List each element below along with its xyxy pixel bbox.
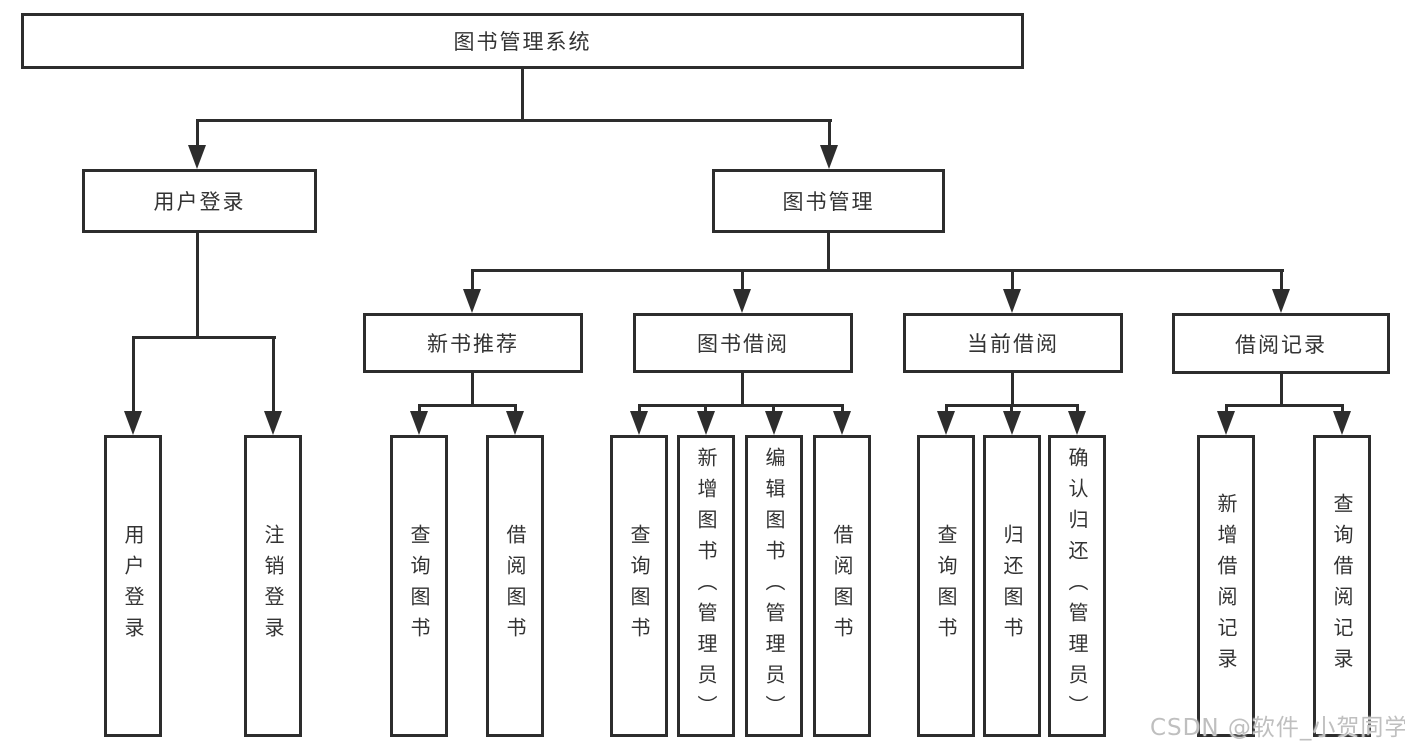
leaf-search-borrow-record: 查询借阅记录 [1313,435,1371,737]
arrowhead-down-icon [410,411,428,435]
connector-vline [471,373,474,406]
leaf-confirm-return-admin: 确认归还（管理员） [1048,435,1106,737]
leaf-user-login: 用户登录 [104,435,162,737]
node-current-borrowing: 当前借阅 [903,313,1123,373]
arrowhead-down-icon [1333,411,1351,435]
connector-vline [828,119,831,149]
connector-hline [471,269,1284,272]
node-book-borrowing: 图书借阅 [633,313,853,373]
arrowhead-down-icon [1003,411,1021,435]
connector-hline [196,119,832,122]
connector-vline [196,119,199,149]
connector-vline [704,404,707,416]
arrowhead-down-icon [733,289,751,313]
arrowhead-down-icon [1272,289,1290,313]
arrowhead-down-icon [506,411,524,435]
node-library-management-system: 图书管理系统 [21,13,1024,69]
leaf-return-book: 归还图书 [983,435,1041,737]
leaf-search-books-recommend: 查询图书 [390,435,448,737]
connector-vline [272,336,275,414]
arrowhead-down-icon [833,411,851,435]
leaf-logout: 注销登录 [244,435,302,737]
arrowhead-down-icon [697,411,715,435]
arrowhead-down-icon [188,145,206,169]
connector-hline [132,336,276,339]
connector-vline [841,404,844,416]
leaf-add-borrow-record: 新增借阅记录 [1197,435,1255,737]
arrowhead-down-icon [463,289,481,313]
arrowhead-down-icon [937,411,955,435]
leaf-borrow-books-recommend: 借阅图书 [486,435,544,737]
connector-vline [132,336,135,414]
arrowhead-down-icon [264,411,282,435]
arrowhead-down-icon [1003,289,1021,313]
connector-vline [1076,404,1079,416]
connector-hline [418,404,517,407]
connector-vline [514,404,517,416]
leaf-search-books-borrowing: 查询图书 [610,435,668,737]
connector-vline [827,233,830,271]
node-borrowing-records: 借阅记录 [1172,313,1390,374]
connector-vline [638,404,641,416]
leaf-edit-book-admin: 编辑图书（管理员） [745,435,803,737]
node-book-management: 图书管理 [712,169,945,233]
connector-vline [196,233,199,338]
leaf-add-book-admin: 新增图书（管理员） [677,435,735,737]
node-new-book-recommendation: 新书推荐 [363,313,583,373]
arrowhead-down-icon [630,411,648,435]
arrowhead-down-icon [765,411,783,435]
connector-vline [741,373,744,406]
connector-vline [1280,373,1283,406]
connector-vline [741,269,744,291]
connector-vline [471,269,474,291]
connector-vline [945,404,948,416]
connector-vline [1010,404,1013,416]
connector-hline [638,404,844,407]
connector-vline [772,404,775,416]
leaf-borrow-books: 借阅图书 [813,435,871,737]
connector-vline [1225,404,1228,416]
connector-hline [1225,404,1344,407]
watermark: CSDN @软件_小贺同学 [1150,715,1405,741]
node-user-login: 用户登录 [82,169,317,233]
connector-vline [1280,269,1283,291]
arrowhead-down-icon [820,145,838,169]
connector-vline [1011,373,1014,406]
connector-vline [418,404,421,416]
connector-vline [1011,269,1014,291]
arrowhead-down-icon [1068,411,1086,435]
arrowhead-down-icon [1217,411,1235,435]
connector-vline [521,69,524,121]
arrowhead-down-icon [124,411,142,435]
connector-vline [1341,404,1344,416]
leaf-search-books-current: 查询图书 [917,435,975,737]
